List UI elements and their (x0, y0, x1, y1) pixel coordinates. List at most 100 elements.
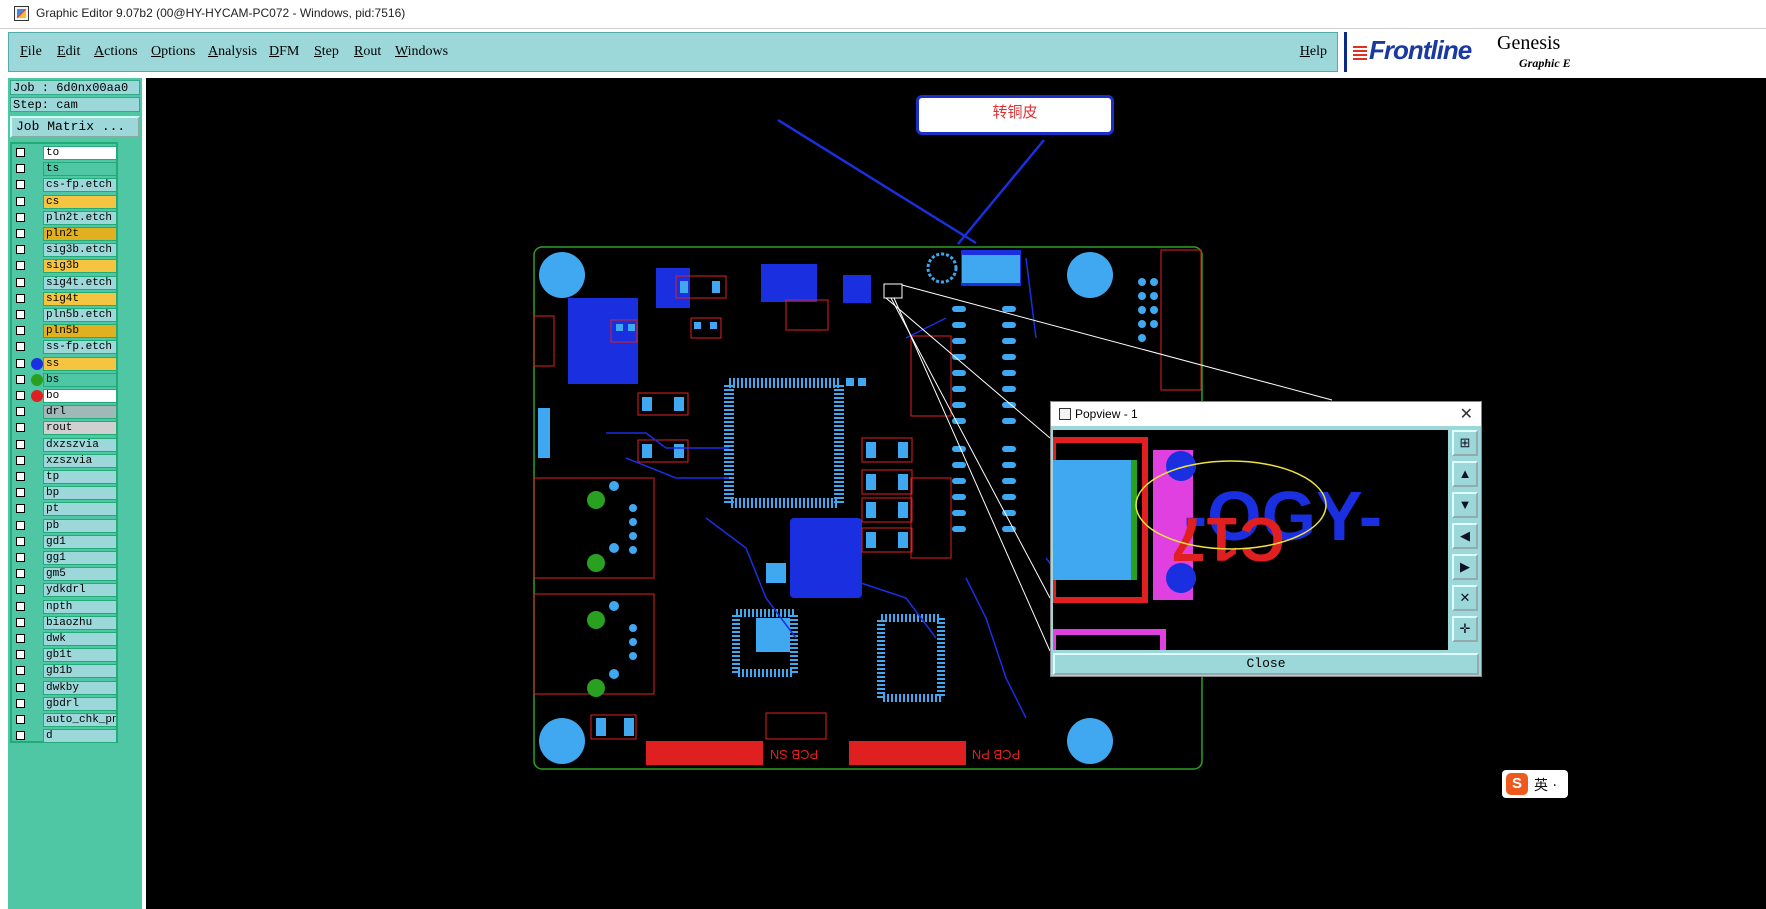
layer-label[interactable]: gg1 (43, 551, 117, 565)
layer-label[interactable]: sig4t (43, 291, 117, 306)
layer-label[interactable]: sig3b (43, 259, 117, 274)
layer-checkbox[interactable] (16, 682, 25, 692)
layer-label[interactable]: dxzszvia (43, 437, 117, 452)
layer-row-pln2t-etch[interactable]: pln2t.etch (14, 210, 118, 225)
layer-checkbox[interactable] (16, 569, 25, 579)
layer-row-cs[interactable]: cs (14, 194, 118, 209)
popview-title-bar[interactable]: Popview - 1 ✕ (1051, 402, 1481, 426)
layer-row-tp[interactable]: tp (14, 470, 118, 484)
layer-row-pln5b[interactable]: pln5b (14, 324, 118, 339)
layer-label[interactable]: cs-fp.etch (43, 178, 117, 193)
layer-checkbox[interactable] (16, 536, 25, 546)
layer-checkbox[interactable] (16, 293, 25, 303)
layer-checkbox[interactable] (16, 650, 25, 660)
layer-row-bs[interactable]: bs (14, 372, 118, 387)
layer-color-dot-icon[interactable] (31, 357, 43, 370)
layer-row-ydkdrl[interactable]: ydkdrl (14, 583, 118, 598)
layer-row-sig3b-etch[interactable]: sig3b.etch (14, 243, 118, 258)
layer-checkbox[interactable] (16, 277, 25, 287)
layer-checkbox[interactable] (16, 164, 25, 174)
layer-label[interactable]: gb1b (43, 664, 117, 679)
layer-label[interactable]: gm5 (43, 567, 117, 582)
menu-actions[interactable]: Actions (94, 44, 138, 59)
close-icon[interactable]: ✕ (1459, 406, 1473, 423)
layer-label[interactable]: dwk (43, 632, 117, 646)
graphic-canvas[interactable]: PCB SN PCB PN (146, 78, 1766, 909)
layer-label[interactable]: rout (43, 421, 117, 436)
layer-label[interactable]: dwkby (43, 680, 117, 695)
layer-row-gm5[interactable]: gm5 (14, 567, 118, 582)
layer-checkbox[interactable] (16, 261, 25, 271)
layer-label[interactable]: gbdrl (43, 696, 117, 711)
layer-checkbox[interactable] (16, 148, 25, 157)
layer-label[interactable]: auto_chk_pn (43, 713, 117, 727)
zoom-out-icon[interactable]: ▼ (1452, 492, 1478, 518)
layer-row-gb1b[interactable]: gb1b (14, 664, 118, 679)
layer-row-pln2t[interactable]: pln2t (14, 227, 118, 241)
layer-label[interactable]: ydkdrl (43, 583, 117, 598)
menu-options[interactable]: Options (151, 44, 196, 59)
layer-label[interactable]: gb1t (43, 648, 117, 663)
layer-checkbox[interactable] (16, 715, 25, 724)
layer-checkbox[interactable] (16, 585, 25, 595)
layer-label[interactable]: cs (43, 194, 117, 209)
layer-checkbox[interactable] (16, 504, 25, 514)
layer-label[interactable]: ss-fp.etch (43, 340, 117, 355)
menu-windows[interactable]: Windows (395, 44, 449, 59)
layer-label[interactable]: d (43, 729, 117, 744)
layer-label[interactable]: drl (43, 405, 117, 420)
layer-label[interactable]: gd1 (43, 534, 117, 549)
layer-color-dot-icon[interactable] (31, 390, 43, 402)
layer-row-ts[interactable]: ts (14, 162, 118, 177)
layer-checkbox[interactable] (16, 342, 25, 352)
layer-label[interactable]: pt (43, 502, 117, 517)
layer-checkbox[interactable] (16, 391, 25, 400)
layer-row-bo[interactable]: bo (14, 389, 118, 403)
layer-checkbox[interactable] (16, 455, 25, 465)
menu-file[interactable]: File (20, 44, 42, 59)
layer-checkbox[interactable] (16, 212, 25, 222)
layer-checkbox[interactable] (16, 666, 25, 676)
layer-row-biaozhu[interactable]: biaozhu (14, 615, 118, 630)
layer-row-drl[interactable]: drl (14, 405, 118, 420)
menu-analysis[interactable]: Analysis (208, 44, 258, 59)
zoom-in-icon[interactable]: ▲ (1452, 461, 1478, 487)
close-button[interactable]: Close (1053, 653, 1479, 675)
menu-step[interactable]: Step (314, 44, 339, 59)
popview-canvas[interactable]: -OGY- C17 (1053, 430, 1448, 650)
layer-checkbox[interactable] (16, 488, 25, 498)
fit-icon[interactable]: ✕ (1452, 585, 1478, 611)
layer-checkbox[interactable] (16, 180, 25, 190)
layer-label[interactable]: bs (43, 372, 117, 387)
layer-label[interactable]: pln5b (43, 324, 117, 339)
layer-label[interactable]: ss (43, 356, 117, 371)
layer-checkbox[interactable] (16, 553, 25, 562)
layer-label[interactable]: to (43, 146, 117, 160)
layer-label[interactable]: npth (43, 599, 117, 614)
layer-row-dxzszvia[interactable]: dxzszvia (14, 437, 118, 452)
layer-row-sig4t-etch[interactable]: sig4t.etch (14, 275, 118, 290)
layer-label[interactable]: bp (43, 486, 117, 501)
layer-row-dwkby[interactable]: dwkby (14, 680, 118, 695)
layer-row-sig3b[interactable]: sig3b (14, 259, 118, 274)
layer-row-to[interactable]: to (14, 146, 118, 160)
menu-rout[interactable]: Rout (354, 44, 382, 59)
layer-row-cs-fp-etch[interactable]: cs-fp.etch (14, 178, 118, 193)
menu-dfm[interactable]: DFM (269, 44, 300, 59)
layer-checkbox[interactable] (16, 407, 25, 417)
layer-label[interactable]: biaozhu (43, 615, 117, 630)
layer-row-xzszvia[interactable]: xzszvia (14, 453, 118, 468)
job-matrix-button[interactable]: Job Matrix ... (10, 116, 140, 138)
layer-checkbox[interactable] (16, 374, 25, 384)
layer-row-d[interactable]: d (14, 729, 118, 744)
menu-help[interactable]: Help (1299, 44, 1327, 59)
layer-label[interactable]: pln2t (43, 227, 117, 241)
layer-row-auto-chk-pn[interactable]: auto_chk_pn (14, 713, 118, 727)
layer-checkbox[interactable] (16, 423, 25, 433)
layer-row-npth[interactable]: npth (14, 599, 118, 614)
layer-row-pln5b-etch[interactable]: pln5b.etch (14, 308, 118, 322)
layer-checkbox[interactable] (16, 358, 25, 368)
layer-checkbox[interactable] (16, 472, 25, 481)
layer-row-gg1[interactable]: gg1 (14, 551, 118, 565)
